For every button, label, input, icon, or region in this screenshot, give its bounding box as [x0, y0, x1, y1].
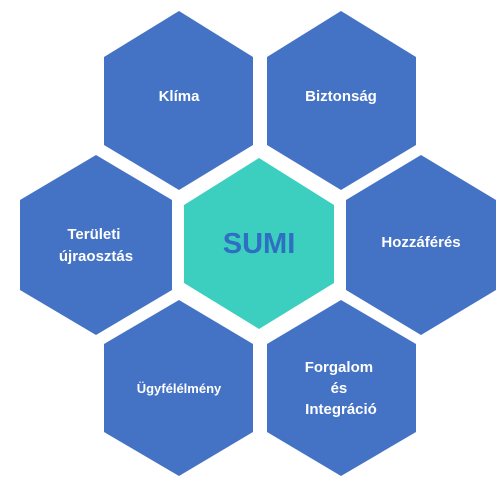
hex-forgalom-shape	[267, 300, 416, 476]
hex-teruleti-line-1: Területi	[67, 226, 120, 243]
hex-hozzaferes-label: Hozzáférés	[381, 234, 460, 251]
center-sumi-label: SUMI	[223, 228, 296, 260]
hex-biztonsag-line-1: Biztonság	[305, 88, 377, 105]
hex-klima-line-1: Klíma	[159, 88, 201, 105]
hex-ugyfelelmeny-label: Ügyfélélmény	[137, 381, 222, 396]
hex-node-klima: Klíma	[104, 11, 253, 190]
hex-klima-label: Klíma	[159, 88, 201, 105]
hex-ugyfelelmeny-shape	[104, 300, 253, 476]
hex-node-forgalom-integracio: Forgalom és Integráció	[267, 300, 416, 476]
hex-node-ugyfelelmeny: Ügyfélélmény	[104, 300, 253, 476]
hex-forgalom-line-3: Integráció	[305, 401, 377, 418]
hex-hozzaferes-shape	[346, 155, 496, 335]
hex-forgalom-line-2: és	[331, 380, 348, 397]
hex-node-center-sumi: SUMI	[184, 158, 334, 329]
hex-biztonsag-label: Biztonság	[305, 88, 377, 105]
hex-node-biztonsag: Biztonság	[267, 11, 416, 190]
hex-forgalom-line-1: Forgalom	[305, 359, 373, 376]
hex-node-hozzaferes: Hozzáférés	[346, 155, 496, 335]
hex-teruleti-shape	[20, 155, 172, 335]
hex-ugyfelelmeny-line-1: Ügyfélélmény	[137, 381, 222, 396]
hex-node-teruleti-ujraosztas: Területi újraosztás	[20, 155, 172, 335]
hex-forgalom-label: Forgalom és Integráció	[305, 359, 378, 418]
hex-klima-shape	[104, 11, 253, 190]
hex-teruleti-line-2: újraosztás	[59, 248, 133, 265]
hex-hozzaferes-line-1: Hozzáférés	[381, 234, 460, 251]
hex-biztonsag-shape	[267, 11, 416, 190]
hex-center-shape	[184, 158, 334, 329]
hex-teruleti-label: Területi újraosztás	[59, 226, 133, 265]
